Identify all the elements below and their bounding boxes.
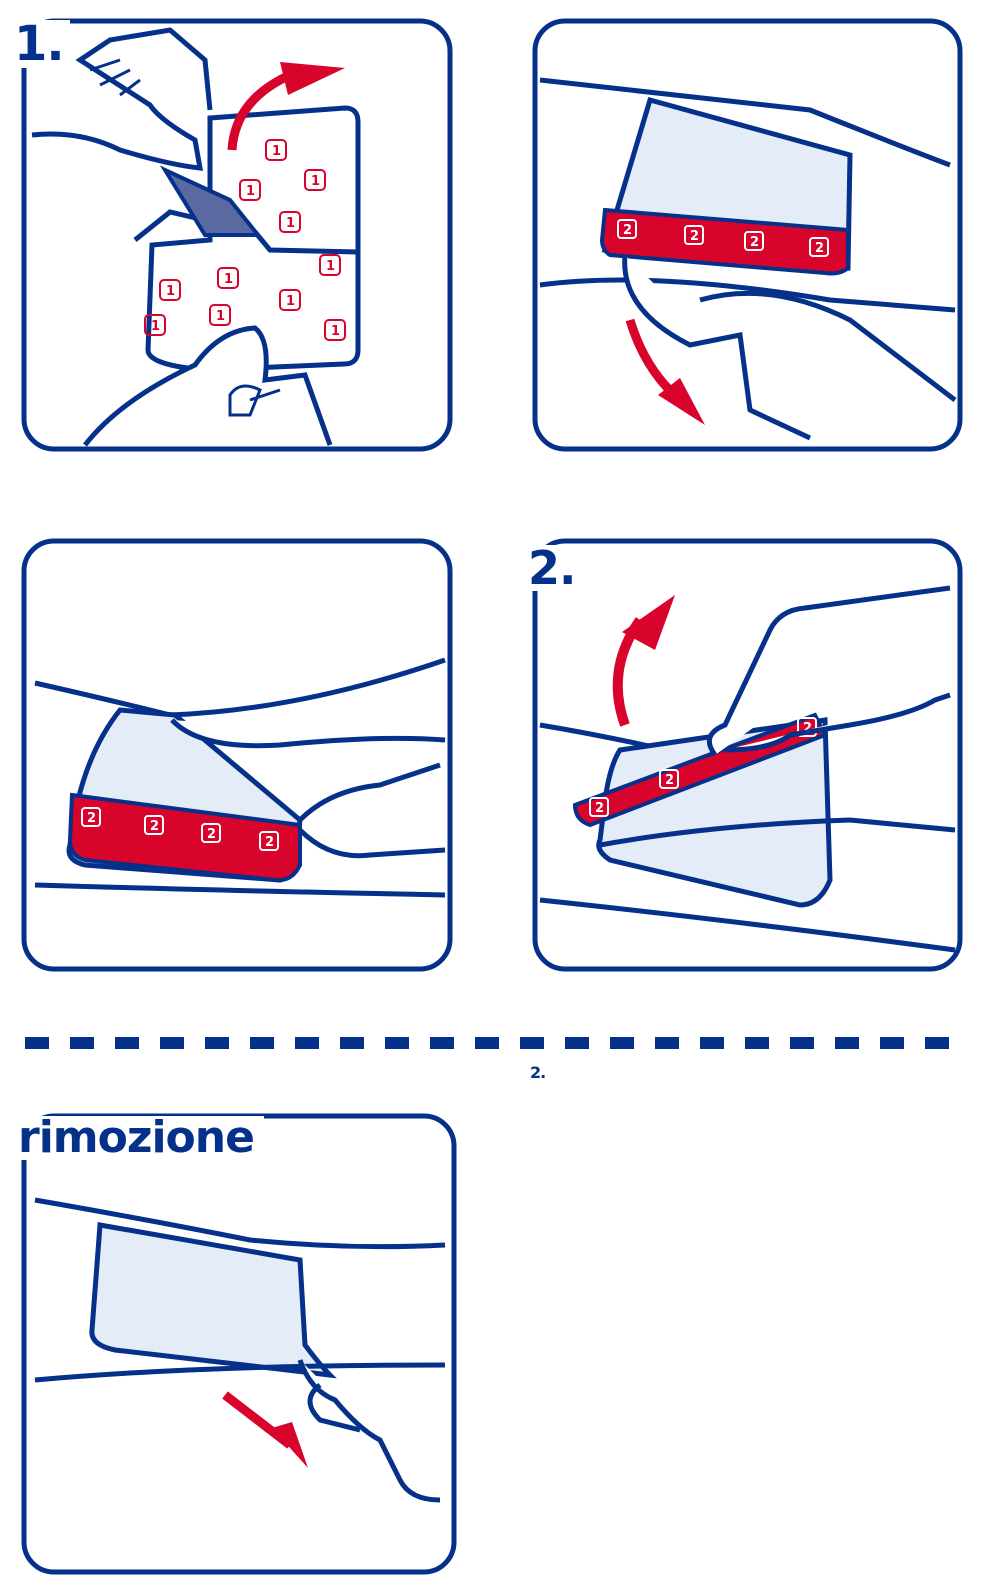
svg-text:2: 2 <box>87 811 96 826</box>
svg-text:1: 1 <box>166 284 175 299</box>
panel-step-1b: 2 2 2 2 <box>530 0 1000 470</box>
svg-text:2: 2 <box>265 835 274 850</box>
svg-text:1: 1 <box>326 259 335 274</box>
panel-step-2: 2 2 2 2. <box>530 520 1000 1081</box>
svg-text:1: 1 <box>151 319 160 334</box>
svg-text:2: 2 <box>207 827 216 842</box>
svg-text:2: 2 <box>690 229 699 244</box>
svg-text:1: 1 <box>216 309 225 324</box>
step-1-label: 1. <box>14 20 70 68</box>
panel-removal: rimozione <box>0 1100 470 1580</box>
removal-illustration <box>21 1113 457 1575</box>
step-1-illustration: 1 1 1 1 1 1 1 1 1 1 1 <box>21 18 453 452</box>
step-1c-illustration: 2 2 2 2 <box>21 538 453 972</box>
step-2-label: 2. <box>528 545 584 591</box>
svg-text:1: 1 <box>286 216 295 231</box>
step-2-illustration: 2 2 2 <box>532 538 963 972</box>
svg-text:2: 2 <box>803 721 812 736</box>
panel-step-1c: 2 2 2 2 <box>0 520 470 990</box>
svg-text:2: 2 <box>665 773 674 788</box>
svg-text:1: 1 <box>246 184 255 199</box>
step-1b-illustration: 2 2 2 2 <box>532 18 963 452</box>
svg-text:1: 1 <box>272 144 281 159</box>
svg-text:1: 1 <box>331 324 340 339</box>
svg-text:2: 2 <box>595 801 604 816</box>
section-divider <box>25 1037 970 1049</box>
svg-text:1: 1 <box>311 174 320 189</box>
panel-step-1: 1 1 1 1 1 1 1 1 1 1 1 1. <box>0 0 470 470</box>
step-2-label: 2. <box>530 1063 546 1082</box>
svg-text:2: 2 <box>150 819 159 834</box>
svg-text:2: 2 <box>815 241 824 256</box>
svg-text:2: 2 <box>623 223 632 238</box>
svg-text:1: 1 <box>224 272 233 287</box>
svg-text:2: 2 <box>750 235 759 250</box>
svg-text:1: 1 <box>286 294 295 309</box>
removal-label: rimozione <box>18 1116 264 1160</box>
